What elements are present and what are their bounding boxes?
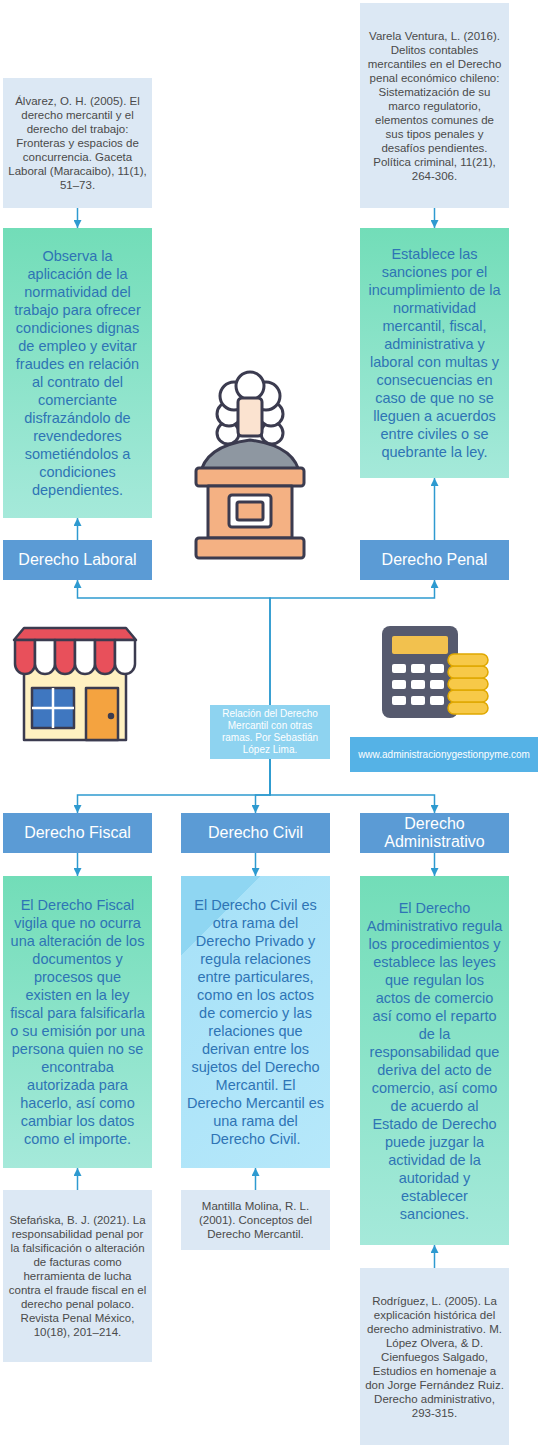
calculator-key — [392, 680, 406, 689]
node-text: Derecho Laboral — [7, 551, 148, 569]
branch-header: Derecho Fiscal — [3, 813, 152, 853]
node-text: Establece las sanciones por el incumplim… — [366, 245, 503, 461]
node-text: www.administracionygestionpyme.com — [354, 749, 534, 761]
connector — [434, 208, 436, 228]
connector — [434, 853, 436, 876]
description-box: El Derecho Fiscal vigila que no ocurra u… — [3, 876, 152, 1168]
branch-header: Derecho Administrativo — [360, 813, 509, 853]
calculator-illustration — [382, 626, 488, 718]
branch-header: Derecho Penal — [360, 540, 509, 580]
awning-stripe — [115, 640, 135, 674]
podium-base — [196, 538, 304, 558]
calculator-key — [430, 680, 444, 689]
awning-stripe — [35, 640, 55, 674]
store-window — [32, 688, 74, 728]
podium-top — [196, 468, 304, 486]
awning-stripe — [95, 640, 115, 674]
description-box: Observa la aplicación de la normatividad… — [3, 228, 152, 518]
reference-box: Stefańska, B. J. (2021). La responsabili… — [3, 1190, 152, 1362]
reference-box: Mantilla Molina, R. L. (2001). Conceptos… — [181, 1190, 330, 1250]
coin — [448, 702, 488, 714]
central-topic: Relación del Derecho Mercantil con otras… — [210, 705, 330, 759]
store-illustration — [14, 628, 136, 740]
calculator-key — [411, 680, 425, 689]
node-text: Derecho Penal — [364, 551, 505, 569]
node-text: Derecho Civil — [185, 824, 326, 842]
awning-stripe — [55, 640, 75, 674]
store-door — [86, 688, 118, 740]
calculator-key — [392, 696, 406, 705]
door-knob — [109, 714, 113, 718]
description-box: El Derecho Administrativo regula los pro… — [360, 876, 509, 1245]
branch-header: Derecho Civil — [181, 813, 330, 853]
reference-box: Álvarez, O. H. (2005). El derecho mercan… — [3, 78, 152, 208]
podium-body — [208, 486, 292, 538]
calculator-key — [392, 664, 406, 673]
node-text: Derecho Administrativo — [364, 815, 505, 851]
podium-panel — [229, 495, 271, 527]
coin — [448, 654, 488, 666]
connector — [77, 853, 79, 876]
judge-face — [238, 398, 262, 436]
node-text: El Derecho Fiscal vigila que no ocurra u… — [9, 896, 146, 1148]
connector — [77, 518, 79, 540]
coin — [448, 666, 488, 678]
calculator-key — [411, 696, 425, 705]
node-text: Álvarez, O. H. (2005). El derecho mercan… — [8, 94, 147, 192]
node-text: El Derecho Civil es otra rama del Derech… — [187, 896, 324, 1148]
connector — [434, 1245, 436, 1268]
coin — [448, 690, 488, 702]
connector — [78, 759, 271, 813]
node-text: El Derecho Administrativo regula los pro… — [366, 899, 503, 1223]
awning-stripe — [75, 640, 95, 674]
reference-box: Varela Ventura, L. (2016). Delitos conta… — [360, 3, 509, 208]
calculator-key — [430, 664, 444, 673]
node-text: Mantilla Molina, R. L. (2001). Conceptos… — [186, 1199, 325, 1241]
node-text: Derecho Fiscal — [7, 824, 148, 842]
connector — [434, 478, 436, 540]
node-text: Relación del Derecho Mercantil con otras… — [216, 708, 324, 756]
connector — [256, 759, 271, 813]
store-roof — [14, 628, 136, 640]
calculator-screen — [392, 636, 448, 654]
connector — [77, 1168, 79, 1190]
branch-header: Derecho Laboral — [3, 540, 152, 580]
website-tag: www.administracionygestionpyme.com — [350, 737, 538, 772]
description-box: Establece las sanciones por el incumplim… — [360, 228, 509, 478]
node-text: Observa la aplicación de la normatividad… — [9, 247, 146, 499]
judge-illustration — [196, 372, 304, 558]
description-box: El Derecho Civil es otra rama del Derech… — [181, 876, 330, 1168]
node-text: Stefańska, B. J. (2021). La responsabili… — [8, 1213, 147, 1339]
connector — [255, 853, 257, 876]
calculator-body — [382, 626, 458, 718]
coin — [448, 678, 488, 690]
calculator-key — [411, 664, 425, 673]
store-wall — [24, 666, 126, 740]
node-text: Rodríguez, L. (2005). La explicación his… — [365, 1294, 504, 1420]
reference-box: Rodríguez, L. (2005). La explicación his… — [360, 1268, 509, 1445]
connector — [78, 580, 271, 705]
node-text: Varela Ventura, L. (2016). Delitos conta… — [365, 29, 504, 183]
connector — [77, 208, 79, 228]
connector — [255, 1168, 257, 1190]
window-bar — [32, 707, 74, 710]
awning-stripe — [15, 640, 35, 674]
connector — [270, 580, 435, 705]
judge-wig — [236, 372, 264, 400]
podium-panel-inner — [237, 502, 263, 520]
calculator-key — [430, 696, 444, 705]
